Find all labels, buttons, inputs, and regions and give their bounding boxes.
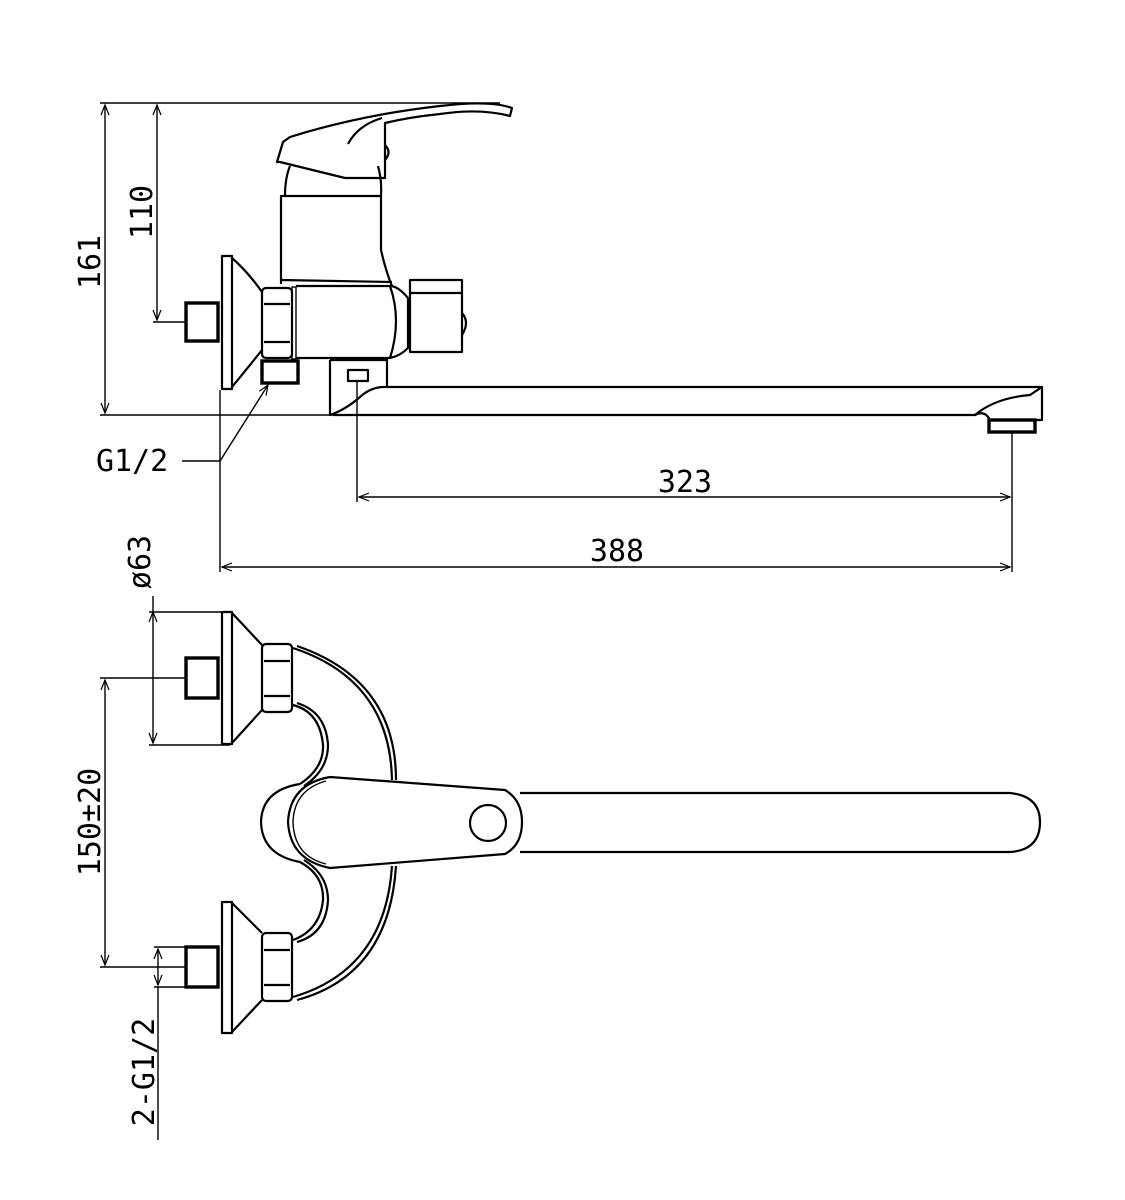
body-arc [292, 644, 398, 1002]
lever-handle-top [286, 775, 1042, 870]
mixer-body-lower [296, 284, 398, 360]
aerator [987, 418, 1037, 434]
cartridge-boss [259, 782, 301, 864]
top-view: ø63 150±20 2-G1/2 [73, 535, 1042, 1140]
dim-150: 150±20 [73, 677, 186, 968]
cartridge-neck [283, 165, 383, 197]
spout-tip [974, 386, 1043, 416]
thread-callout: G1/2 [96, 383, 269, 479]
set-screw [346, 368, 370, 383]
dim-110: 110 [125, 103, 187, 323]
mixer-body-upper [279, 194, 394, 287]
escutcheon-flange [220, 254, 234, 391]
inlet-stub [184, 301, 220, 343]
escutcheon-cone [231, 257, 263, 388]
hex-nut [260, 286, 297, 360]
spout-base [328, 358, 389, 417]
dim-2-g12-label: 2-G1/2 [127, 1018, 162, 1126]
dim-161-label: 161 [73, 235, 108, 289]
dim-388: 388 [219, 390, 1012, 572]
eccentric-tab [260, 359, 300, 385]
inlet-upper [184, 610, 294, 746]
side-view: 161 110 [73, 102, 1044, 572]
spout [333, 385, 1044, 422]
body-connector [389, 284, 410, 360]
inlet-lower [184, 900, 294, 1035]
dim-388-label: 388 [590, 534, 644, 569]
dim-diameter-63-label: ø63 [123, 535, 158, 589]
lever-handle [275, 102, 514, 180]
dim-323-label: 323 [658, 465, 712, 500]
dim-diameter-63: ø63 [123, 535, 230, 746]
thread-callout-label: G1/2 [96, 444, 168, 479]
dim-2-g12: 2-G1/2 [127, 946, 186, 1140]
end-cap [408, 278, 468, 354]
dim-110-label: 110 [125, 185, 160, 239]
dim-323: 323 [356, 380, 1013, 572]
dim-150-label: 150±20 [73, 768, 108, 876]
dim-161: 161 [73, 102, 500, 416]
handle-screw-cap [468, 803, 508, 843]
